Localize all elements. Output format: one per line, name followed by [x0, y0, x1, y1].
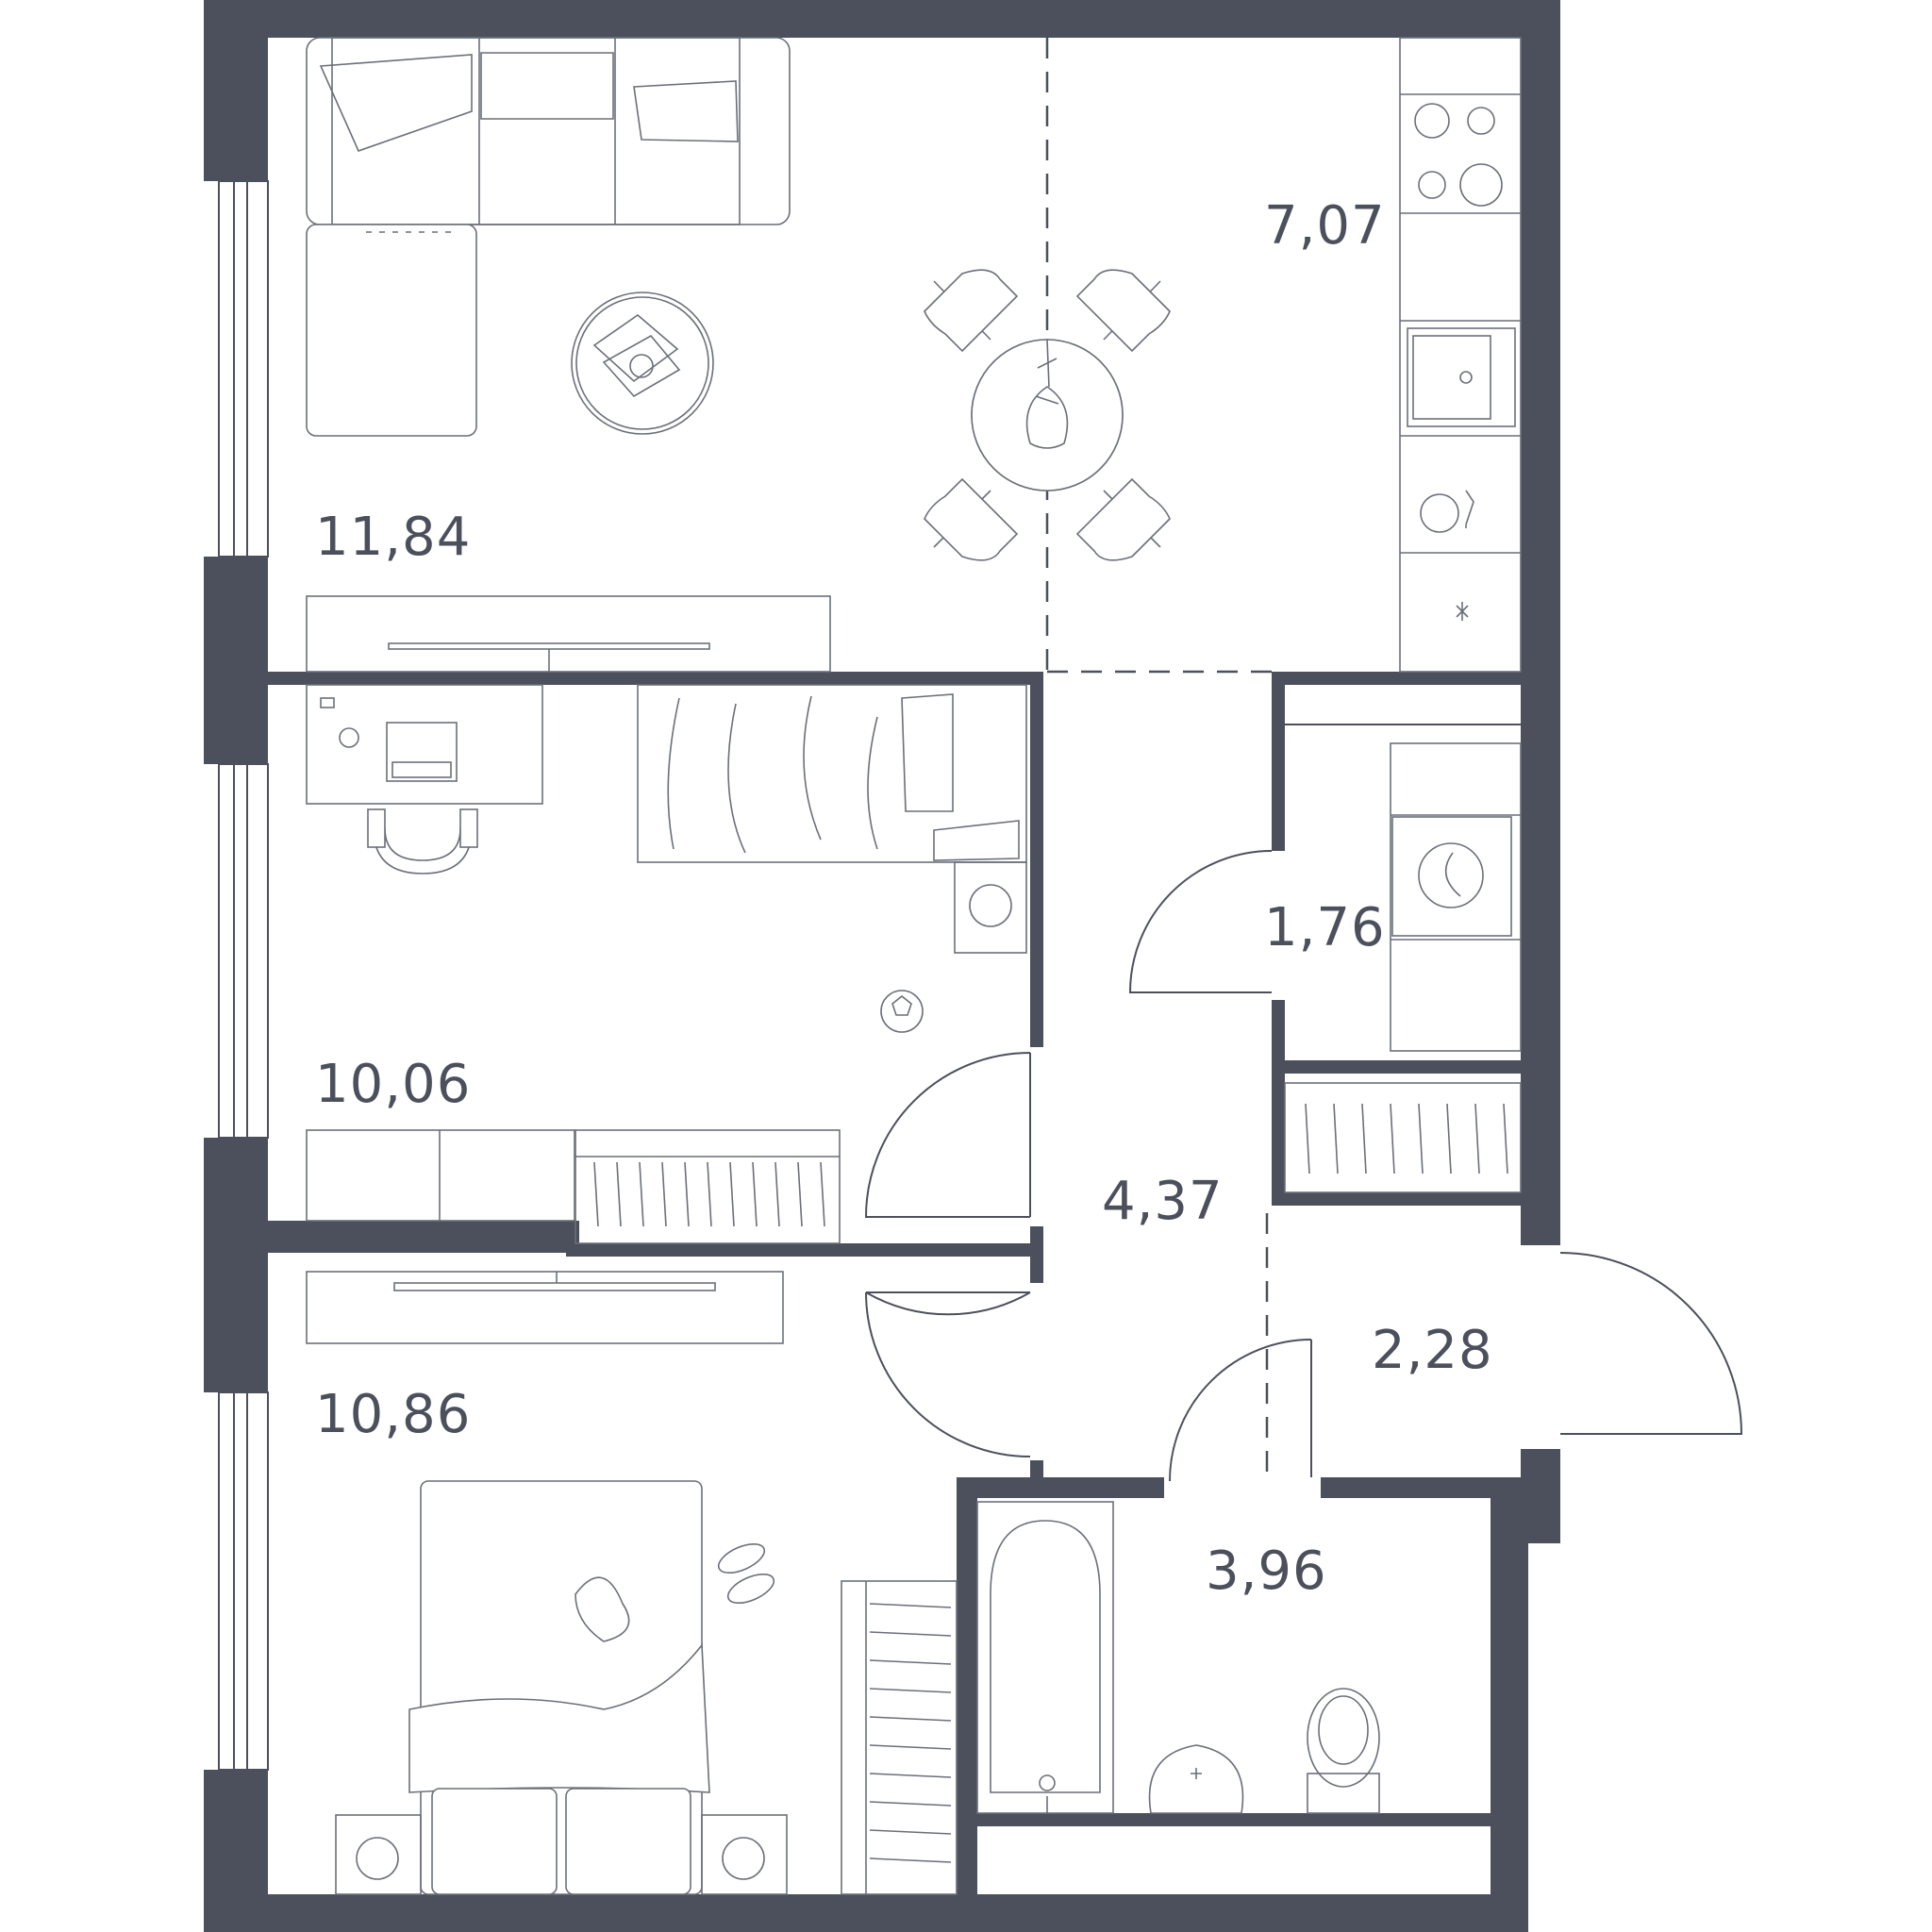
bathtub — [976, 1501, 1114, 1814]
bed-main — [408, 1480, 710, 1895]
slippers-icon — [717, 1542, 775, 1605]
tv-stand-living — [306, 595, 831, 673]
zone-dividers — [1045, 38, 1272, 1477]
desk — [306, 684, 543, 874]
wardrobe-hall — [1284, 1082, 1522, 1193]
wardrobe-main — [841, 1580, 958, 1895]
sofa — [306, 37, 791, 437]
area-laundry: 1,76 — [1264, 897, 1386, 958]
area-bedroom-kids: 10,06 — [315, 1054, 471, 1115]
windows — [218, 180, 269, 1771]
nightstands — [335, 1814, 788, 1895]
toilet — [1307, 1688, 1380, 1814]
area-kitchen: 7,07 — [1264, 195, 1386, 257]
interior-walls — [268, 672, 1521, 1894]
doors — [864, 850, 1743, 1482]
area-bathroom: 3,96 — [1206, 1541, 1327, 1602]
dining-table — [924, 269, 1171, 561]
kitchen-counter — [1399, 37, 1522, 673]
ball-icon — [880, 990, 924, 1033]
tv-stand-bedroom — [306, 1271, 784, 1344]
area-hall: 4,37 — [1102, 1171, 1224, 1232]
area-entrance: 2,28 — [1372, 1320, 1493, 1381]
wardrobe-kids — [306, 1129, 841, 1244]
washing-machine — [1390, 742, 1522, 1052]
sink — [1148, 1744, 1244, 1814]
outer-walls — [204, 0, 1560, 1932]
area-living: 11,84 — [315, 507, 471, 568]
bed-kids — [637, 684, 1027, 954]
area-bedroom-main: 10,86 — [315, 1384, 471, 1445]
coffee-table — [571, 291, 714, 435]
area-labels: 11,84 7,07 10,06 10,86 4,37 1,76 2,28 3,… — [315, 195, 1493, 1602]
